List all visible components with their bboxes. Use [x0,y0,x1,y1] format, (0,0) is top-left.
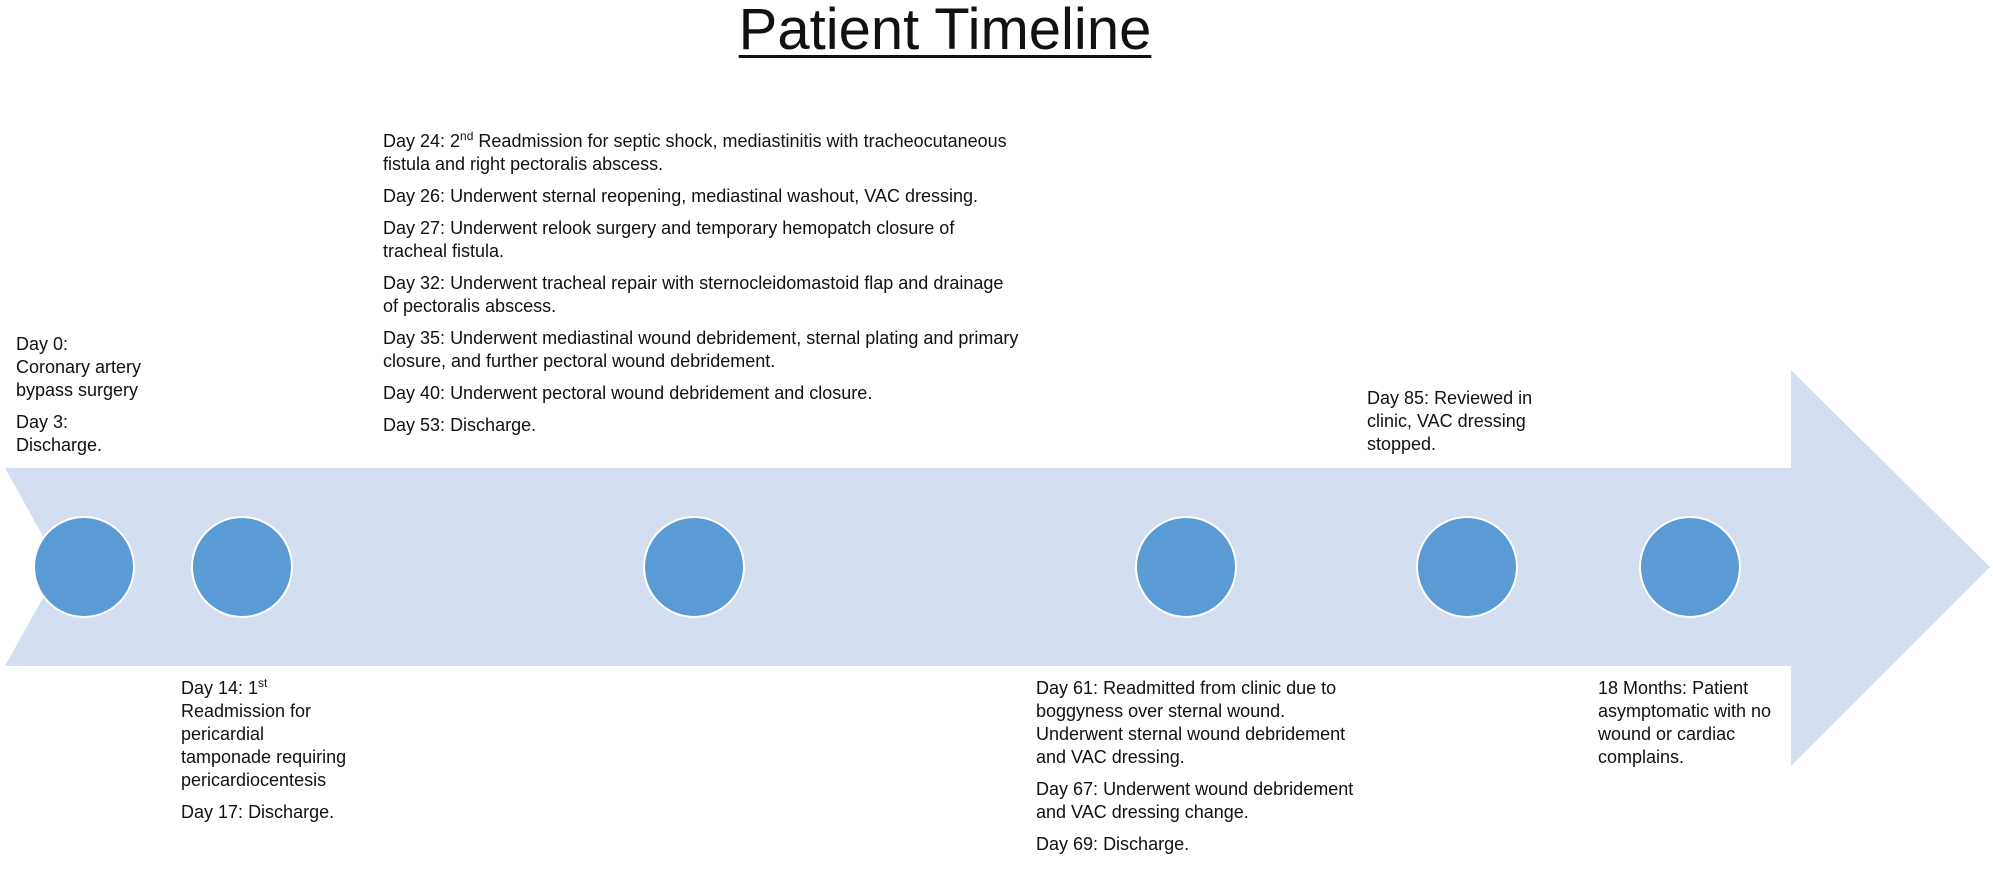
event-day: Day 14: 1 [181,678,259,698]
event-group-18-months: 18 Months: Patient asymptomatic with no … [1598,677,1798,769]
event-day: Day 24: 2 [383,131,461,151]
event-entry: Day 61: Readmitted from clinic due to bo… [1036,677,1356,769]
timeline-node-day0 [33,516,135,618]
event-text: Underwent pectoral wound debridement and… [450,383,873,403]
event-entry: Day 26: Underwent sternal reopening, med… [383,185,1023,208]
event-text: Underwent relook surgery and temporary h… [383,218,955,261]
event-text: Readmission for septic shock, mediastini… [383,131,1007,174]
timeline-node-day14 [191,516,293,618]
event-group-day24: Day 24: 2nd Readmission for septic shock… [383,130,1023,437]
event-entry: Day 3: Discharge. [16,411,166,457]
event-entry: Day 85: Reviewed in clinic, VAC dressing… [1367,387,1567,456]
page-title: Patient Timeline [738,0,1152,62]
event-text: Readmitted from clinic due to boggyness … [1036,678,1346,767]
event-day: Day 53: [383,415,446,435]
event-day: Day 35: [383,328,446,348]
event-text: Discharge. [1103,834,1190,854]
event-entry: Day 32: Underwent tracheal repair with s… [383,272,1023,318]
event-day: Day 61: [1036,678,1099,698]
event-text: Discharge. [248,802,335,822]
event-ordinal-suffix: nd [460,129,474,143]
event-text: Underwent sternal reopening, mediastinal… [450,186,979,206]
event-group-day0: Day 0: Coronary artery bypass surgery Day… [16,333,166,457]
event-entry: Day 67: Underwent wound debridement and … [1036,778,1356,824]
event-text: Coronary artery bypass surgery [16,357,142,400]
event-entry: Day 0: Coronary artery bypass surgery [16,333,166,402]
event-group-day85: Day 85: Reviewed in clinic, VAC dressing… [1367,387,1567,456]
event-entry: Day 27: Underwent relook surgery and tem… [383,217,1023,263]
event-ordinal-suffix: st [258,676,268,690]
event-text: Readmission for pericardial tamponade re… [181,701,347,790]
event-entry: Day 17: Discharge. [181,801,356,824]
event-day: Day 0: [16,334,69,354]
event-text: Discharge. [450,415,537,435]
event-day: Day 85: [1367,388,1430,408]
timeline-node-day24 [643,516,745,618]
event-day: Day 40: [383,383,446,403]
event-entry: 18 Months: Patient asymptomatic with no … [1598,677,1798,769]
event-text: Underwent mediastinal wound debridement,… [383,328,1019,371]
event-entry: Day 14: 1st Readmission for pericardial … [181,677,356,792]
event-entry: Day 53: Discharge. [383,414,1023,437]
event-entry: Day 24: 2nd Readmission for septic shock… [383,130,1023,176]
event-text: Underwent wound debridement and VAC dres… [1036,779,1354,822]
timeline-arrow [5,370,1990,766]
event-text: Underwent tracheal repair with sternocle… [383,273,1004,316]
event-text: Reviewed in clinic, VAC dressing stopped… [1367,388,1533,454]
timeline-node-day61 [1135,516,1237,618]
event-day: Day 26: [383,186,446,206]
timeline-node-day85 [1416,516,1518,618]
event-day: Day 67: [1036,779,1099,799]
event-text: Discharge. [16,435,103,455]
event-entry: Day 35: Underwent mediastinal wound debr… [383,327,1023,373]
event-day: Day 17: [181,802,244,822]
event-day: Day 32: [383,273,446,293]
event-text: Patient asymptomatic with no wound or ca… [1598,678,1772,767]
event-day: 18 Months: [1598,678,1688,698]
event-group-day61: Day 61: Readmitted from clinic due to bo… [1036,677,1356,856]
event-entry: Day 40: Underwent pectoral wound debride… [383,382,1023,405]
event-group-day14: Day 14: 1st Readmission for pericardial … [181,677,356,824]
event-entry: Day 69: Discharge. [1036,833,1356,856]
event-day: Day 27: [383,218,446,238]
event-day: Day 69: [1036,834,1099,854]
timeline-node-18-months [1639,516,1741,618]
event-day: Day 3: [16,412,69,432]
